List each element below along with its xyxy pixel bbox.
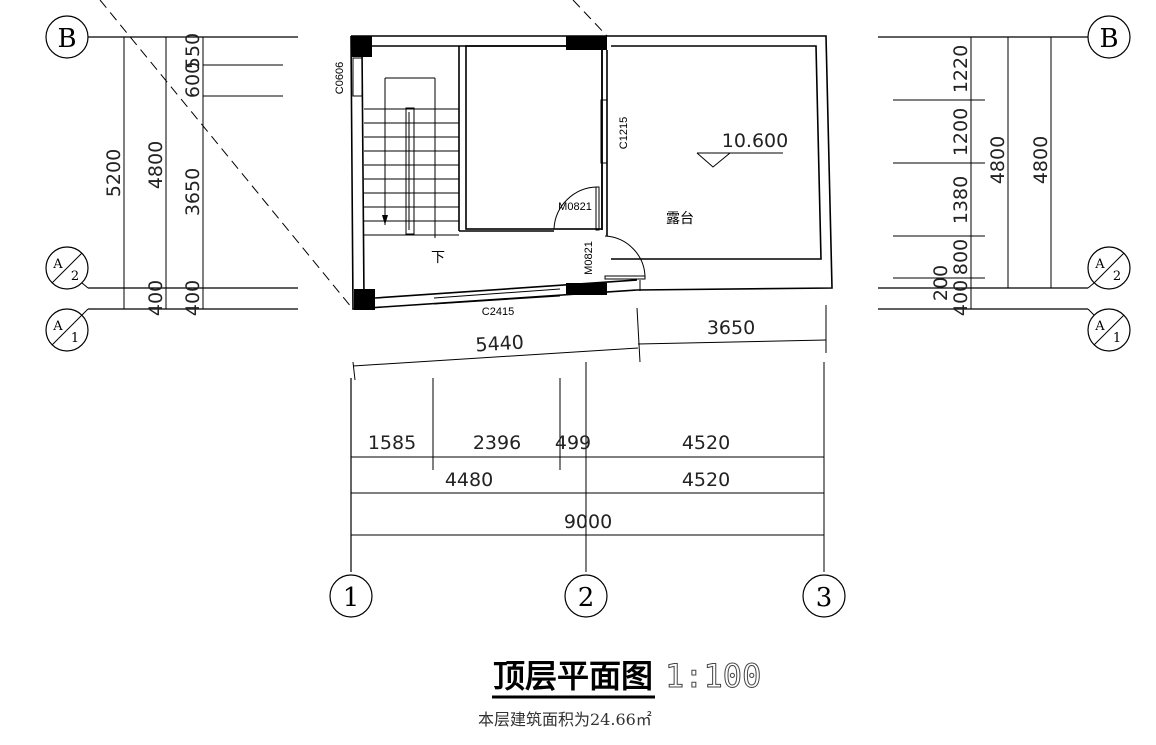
svg-text:2: 2 (578, 583, 595, 613)
dim-4800: 4800 (1030, 136, 1052, 184)
dim-4520: 4520 (682, 432, 730, 454)
dashed-boundary-line (99, 0, 353, 309)
left-dimension-group: 5200 4800 550 600 3650 400 400 (88, 33, 298, 316)
stair (364, 77, 459, 238)
svg-text:1: 1 (1113, 331, 1121, 346)
axis-bubble-b-right: B (1087, 15, 1131, 59)
dim-5200: 5200 (103, 149, 125, 197)
dim-400: 400 (145, 280, 167, 316)
label-m0821: M0821 (558, 201, 592, 213)
label-c1215: C1215 (618, 117, 630, 149)
dim-5440: 5440 (475, 332, 525, 357)
dim-3650: 3650 (707, 317, 755, 339)
area-note: 本层建筑面积为24.66㎡ (478, 710, 652, 729)
dim-400: 400 (182, 280, 204, 316)
stair-arrow-icon (382, 215, 388, 225)
svg-text:A: A (1094, 257, 1105, 272)
svg-text:3: 3 (816, 583, 833, 613)
axis-bubble-3: 3 (802, 574, 846, 618)
dim-4480: 4480 (445, 469, 493, 491)
drawing-title: 顶层平面图 (493, 657, 653, 695)
axis-bubble-2: 2 (564, 574, 608, 618)
dim-1585: 1585 (368, 432, 416, 454)
door-swing-m0821 (553, 186, 598, 230)
dim-4800: 4800 (987, 136, 1009, 184)
dim-1200: 1200 (950, 108, 972, 156)
dim-2396: 2396 (473, 432, 521, 454)
dashed-boundary-line (572, 0, 608, 37)
svg-text:1: 1 (343, 583, 360, 613)
label-c0606: C0606 (334, 62, 346, 94)
svg-text:2: 2 (1113, 269, 1121, 284)
dim-1380: 1380 (950, 176, 972, 224)
dim-550: 550 (182, 33, 204, 69)
column (354, 289, 375, 310)
window-c0606 (352, 57, 363, 97)
svg-text:A: A (52, 257, 63, 272)
label-down: 下 (431, 250, 445, 266)
dim-600: 600 (182, 62, 204, 98)
dim-499: 499 (555, 432, 591, 454)
dim-4800: 4800 (145, 141, 167, 189)
label-c2415: C2415 (482, 306, 514, 318)
dim-9000: 9000 (564, 511, 612, 533)
axis-bubble-1: 1 (329, 574, 373, 618)
column (351, 36, 372, 57)
label-m0821: M0821 (583, 241, 595, 275)
axis-bubble-a1-right: A 1 (1087, 308, 1131, 352)
column (566, 36, 607, 50)
svg-text:2: 2 (71, 269, 79, 284)
svg-text:A: A (1094, 319, 1105, 334)
axis-bubble-a2-left: A 2 (45, 246, 89, 290)
dim-3650: 3650 (182, 168, 204, 216)
dim-200: 200 (930, 265, 952, 301)
label-terrace: 露台 (666, 211, 694, 227)
svg-text:B: B (1099, 24, 1118, 54)
bottom-dimension-group: 5440 3650 1585 2396 499 4520 4480 4520 9… (350, 305, 827, 572)
svg-text:A: A (52, 319, 63, 334)
axis-bubble-b-left: B (45, 15, 89, 59)
dim-800: 800 (950, 239, 972, 275)
door-swing-m0821 (604, 235, 646, 279)
right-dimension-group: 1220 1200 1380 800 200 400 4800 4800 (878, 36, 1088, 316)
building-plan (350, 35, 833, 310)
dim-4520: 4520 (682, 469, 730, 491)
dim-400: 400 (950, 280, 972, 316)
dim-1220: 1220 (950, 45, 972, 93)
svg-text:1: 1 (71, 331, 79, 346)
axis-bubble-a1-left: A 1 (45, 308, 89, 352)
column (566, 283, 607, 295)
axis-bubble-a2-right: A 2 (1087, 246, 1131, 290)
elevation-label: 10.600 (722, 130, 788, 152)
svg-text:B: B (57, 24, 76, 54)
drawing-scale: 1:100 (665, 657, 761, 695)
